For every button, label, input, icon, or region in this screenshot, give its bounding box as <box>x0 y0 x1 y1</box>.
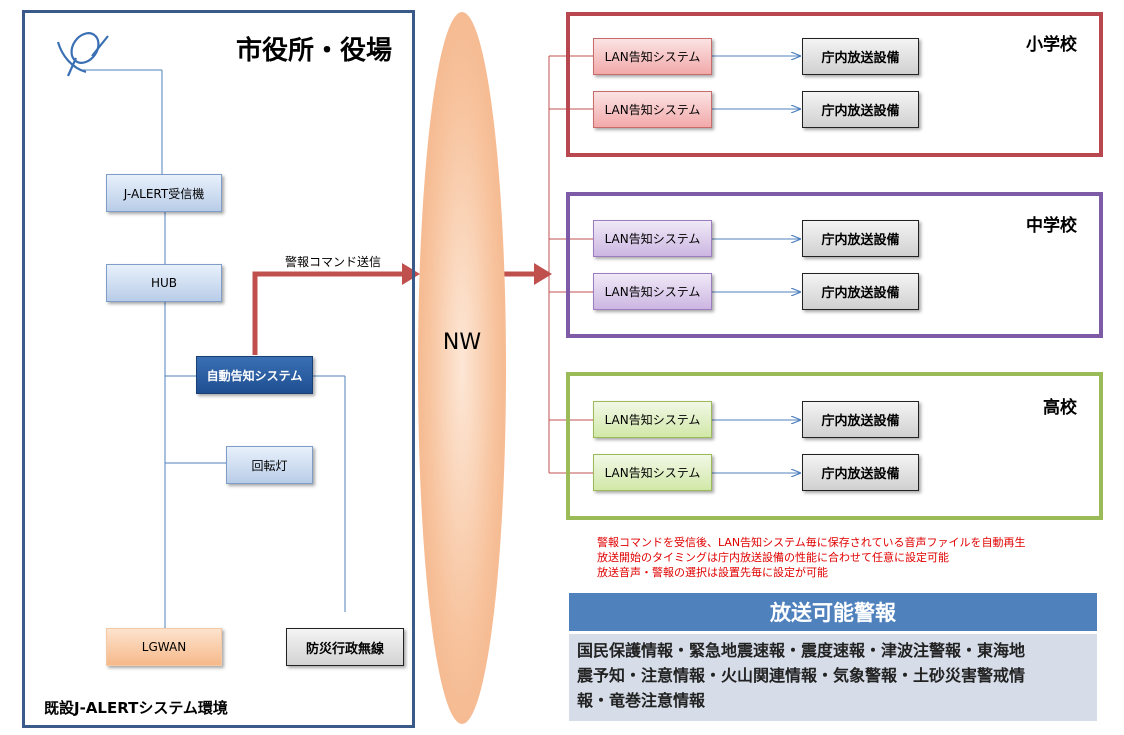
broadcast-equipment-node: 庁内放送設備 <box>802 401 919 438</box>
alerts-line: 震予知・注意情報・火山関連情報・気象警報・土砂災害警戒情 <box>577 666 1026 685</box>
lan-system-node: LAN告知システム <box>593 454 712 491</box>
note-line: 放送音声・警報の選択は設置先毎に設定が可能 <box>597 566 828 579</box>
lan-system-node: LAN告知システム <box>593 273 712 310</box>
network-label: NW <box>442 330 482 355</box>
alerts-line: 国民保護情報・緊急地震速報・震度速報・津波注警報・東海地 <box>577 641 1026 660</box>
high-school-frame <box>566 372 1103 520</box>
city-hall-frame <box>22 10 415 728</box>
middle-school-frame <box>566 192 1103 338</box>
elementary-school-frame <box>566 12 1103 157</box>
notes-block: 警報コマンドを受信後、LAN告知システム毎に保存されている音声ファイルを自動再生… <box>597 535 1025 580</box>
auto-announcement-system-node: 自動告知システム <box>196 356 313 394</box>
broadcast-equipment-node: 庁内放送設備 <box>802 91 919 128</box>
note-line: 放送開始のタイミングは庁内放送設備の性能に合わせて任意に設定可能 <box>597 551 949 564</box>
network-ellipse <box>418 12 506 724</box>
lan-system-node: LAN告知システム <box>593 38 712 75</box>
jalert-receiver-node: J-ALERT受信機 <box>106 174 222 212</box>
lan-system-node: LAN告知システム <box>593 91 712 128</box>
disaster-radio-node: 防災行政無線 <box>286 628 404 666</box>
command-arrow <box>252 271 403 355</box>
school-title-middle: 中学校 <box>1026 216 1077 236</box>
lan-system-node: LAN告知システム <box>593 220 712 257</box>
broadcast-equipment-node: 庁内放送設備 <box>802 273 919 310</box>
alerts-line: 報・竜巻注意情報 <box>577 691 706 710</box>
broadcast-equipment-node: 庁内放送設備 <box>802 220 919 257</box>
school-title-elementary: 小学校 <box>1026 35 1077 55</box>
rotating-light-node: 回転灯 <box>226 446 313 484</box>
environment-label: 既設J-ALERTシステム環境 <box>44 699 228 717</box>
broadcast-alerts-list: 国民保護情報・緊急地震速報・震度速報・津波注警報・東海地 震予知・注意情報・火山… <box>569 634 1097 721</box>
broadcast-alerts-title: 放送可能警報 <box>569 593 1097 631</box>
satellite-antenna-icon <box>56 32 109 77</box>
command-send-label: 警報コマンド送信 <box>285 255 382 269</box>
hub-node: HUB <box>106 264 222 302</box>
school-title-high: 高校 <box>1043 398 1077 418</box>
note-line: 警報コマンドを受信後、LAN告知システム毎に保存されている音声ファイルを自動再生 <box>597 536 1026 549</box>
city-hall-title: 市役所・役場 <box>236 36 393 66</box>
broadcast-equipment-node: 庁内放送設備 <box>802 38 919 75</box>
lgwan-node: LGWAN <box>106 628 222 666</box>
broadcast-equipment-node: 庁内放送設備 <box>802 454 919 491</box>
lan-system-node: LAN告知システム <box>593 401 712 438</box>
